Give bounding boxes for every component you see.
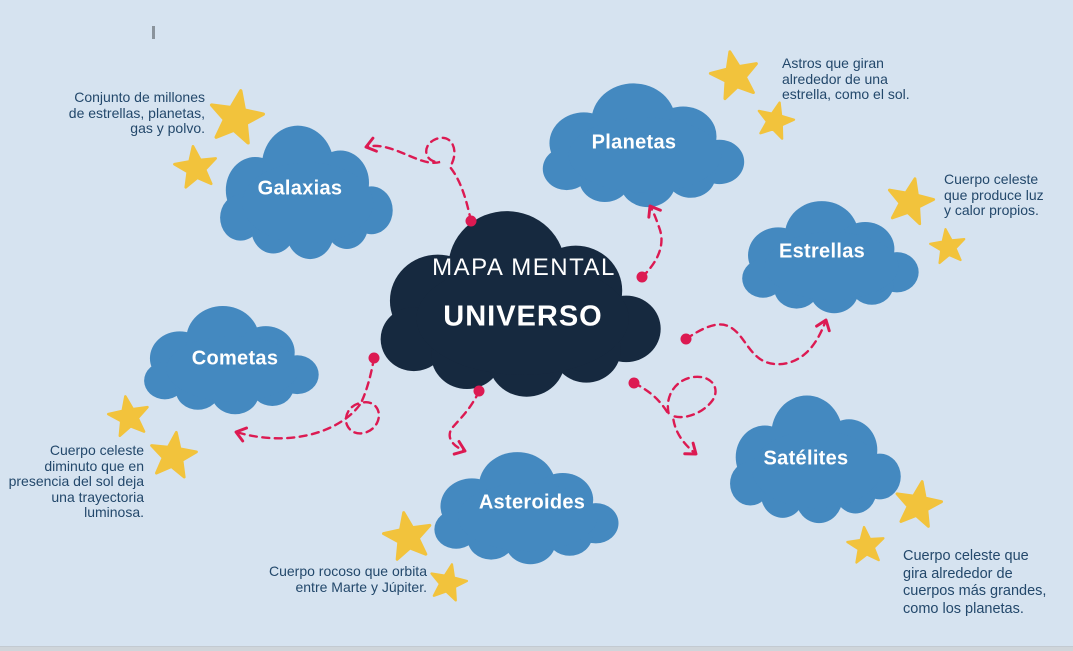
arrow-start-dot [680, 333, 692, 345]
arrow-start-dot [465, 215, 477, 227]
arrow-center-to-satelites [632, 375, 717, 456]
node-label-cometas: Cometas [191, 347, 279, 370]
star-icon [381, 511, 432, 561]
arrow-center-to-asteroides [448, 389, 481, 456]
arrow-start-dot [473, 385, 485, 397]
star-icon [846, 525, 885, 564]
node-desc-estrellas: Cuerpo celeste que produce luz y calor p… [944, 171, 1044, 218]
star-icon [929, 227, 966, 265]
arrow-start-dot [636, 271, 648, 283]
node-desc-galaxias: Conjunto de millones de estrellas, plane… [68, 89, 205, 136]
text-cursor-tick [152, 26, 155, 39]
arrow-center-to-cometas [234, 356, 381, 443]
arrow-center-to-planetas [640, 204, 663, 279]
node-desc-planetas: Astros que giran alrededor de una estrel… [782, 55, 910, 102]
star-icon [430, 563, 469, 602]
star-icon [209, 89, 266, 145]
map-title: MAPA MENTAL [432, 254, 616, 281]
star-icon [708, 50, 758, 101]
arrow-center-to-estrellas [684, 318, 831, 366]
star-icon [757, 101, 796, 140]
node-desc-cometas: Cuerpo celeste diminuto que en presencia… [8, 442, 144, 520]
star-icon [895, 480, 944, 528]
arrow-start-dot [368, 352, 380, 364]
node-label-asteroides: Asteroides [478, 491, 586, 514]
node-label-galaxias: Galaxias [257, 177, 343, 200]
star-icon [150, 430, 198, 479]
node-label-satelites: Satélites [763, 447, 849, 470]
arrow-start-dot [628, 377, 640, 389]
node-desc-satelites: Cuerpo celeste que gira alrededor de cue… [903, 548, 1047, 617]
node-desc-asteroides: Cuerpo rocoso que orbita entre Marte y J… [269, 563, 427, 595]
star-icon [106, 395, 149, 438]
map-subject-title: UNIVERSO [443, 300, 603, 333]
star-icon [173, 144, 218, 189]
star-icon [887, 177, 936, 226]
node-label-planetas: Planetas [591, 131, 677, 154]
arrow-center-to-galaxias [364, 136, 473, 223]
node-label-estrellas: Estrellas [778, 240, 866, 263]
bottom-edge-strip [0, 646, 1073, 651]
